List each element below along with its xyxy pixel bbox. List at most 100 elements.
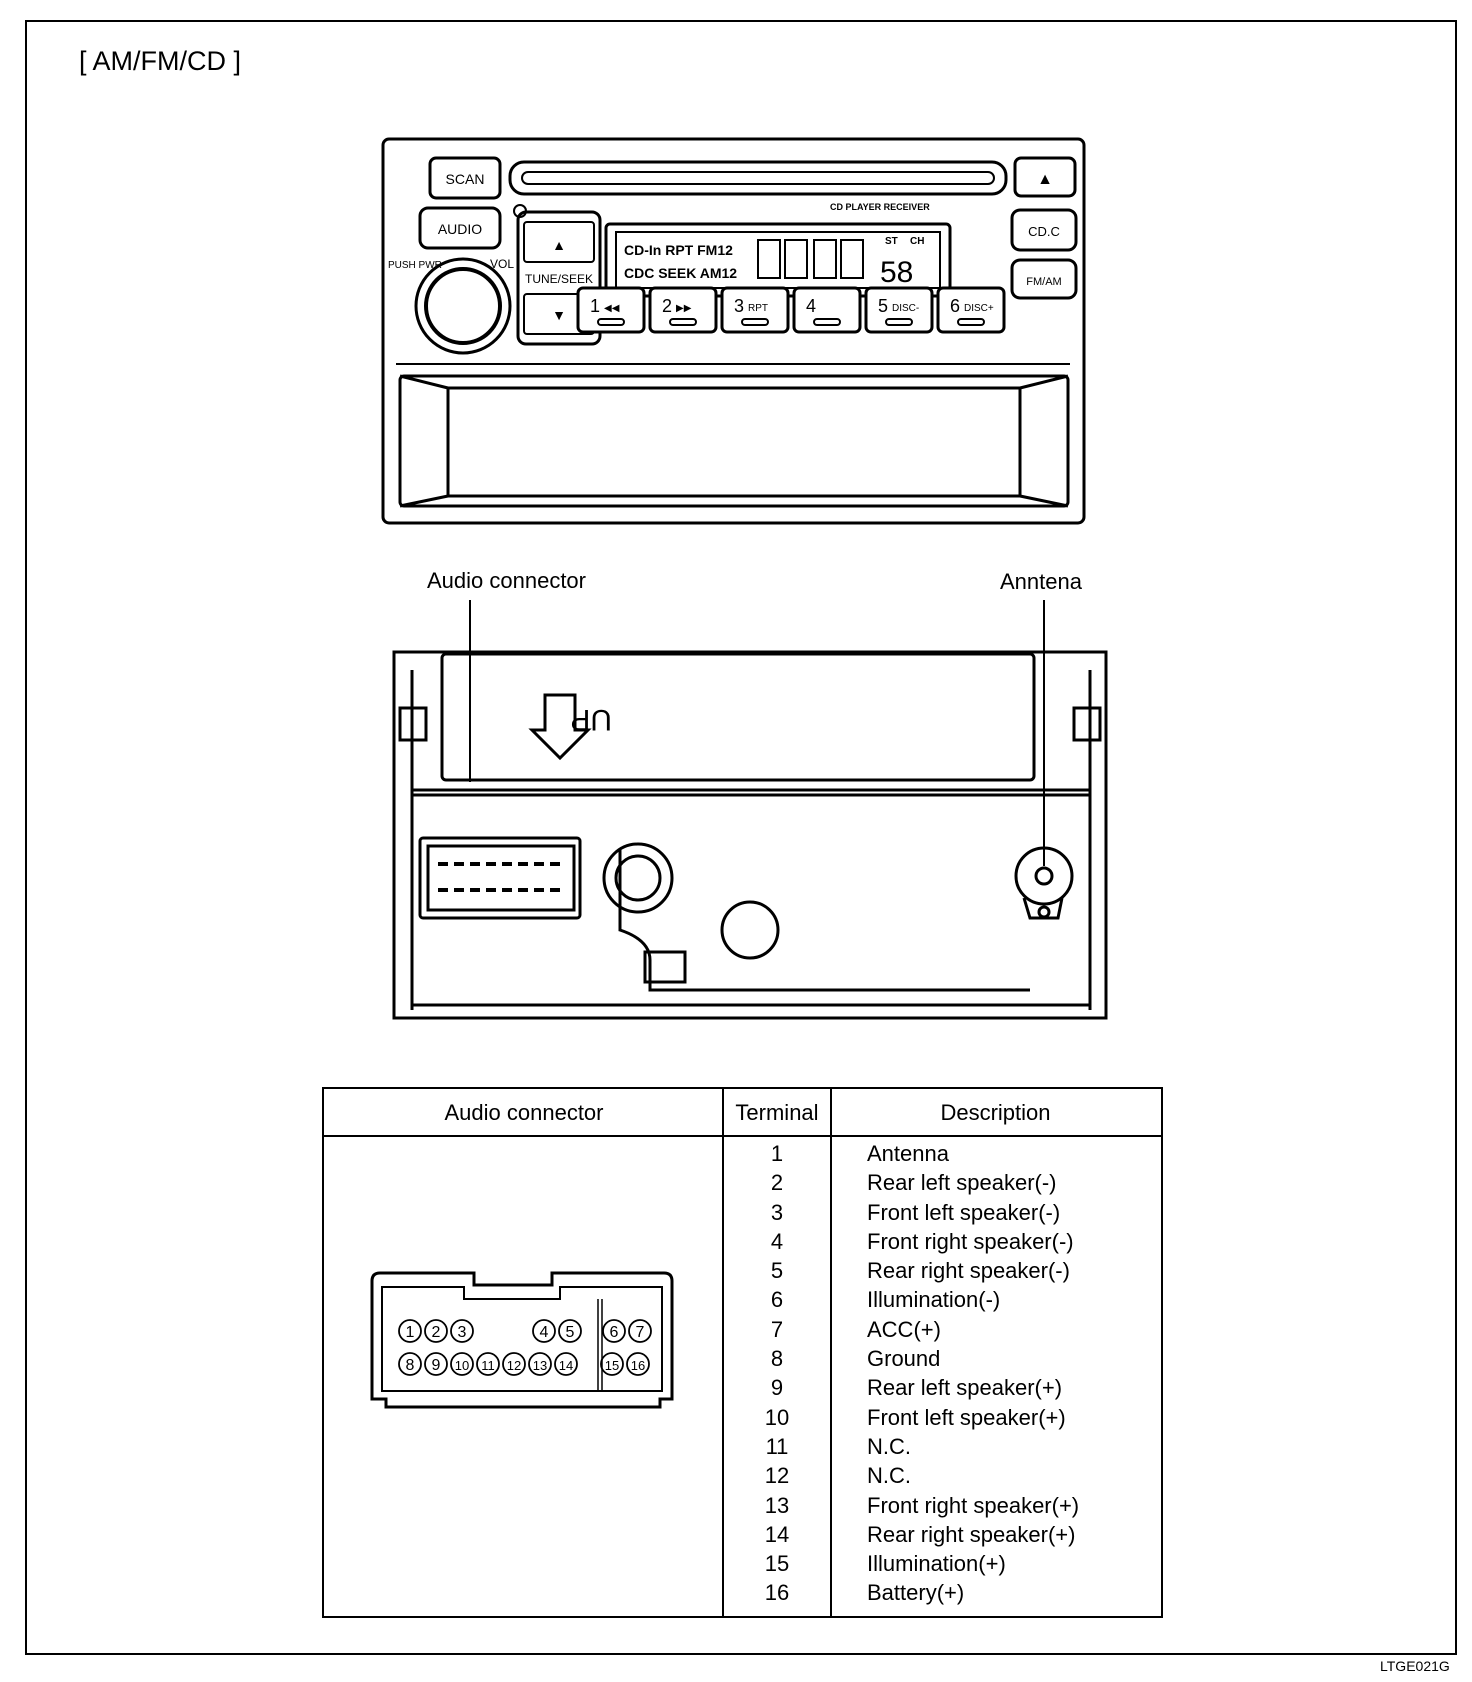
preset-sublabel: DISC+ — [964, 303, 994, 314]
terminal-cell: 11 — [765, 1433, 789, 1459]
pin-number: 16 — [631, 1358, 645, 1373]
cd-player-badge: CD PLAYER RECEIVER — [830, 202, 930, 212]
terminal-cell: 15 — [764, 1551, 790, 1577]
preset-sublabel: DISC- — [892, 303, 919, 314]
pin-number: 8 — [406, 1357, 415, 1374]
fm-am-label: FM/AM — [1026, 276, 1061, 288]
push-pwr-label: PUSH PWR — [388, 260, 442, 271]
storage-pocket — [398, 374, 1070, 508]
terminal-cell: 6 — [770, 1287, 784, 1313]
terminal-cell: 12 — [764, 1463, 790, 1489]
audio-button-label: AUDIO — [438, 221, 482, 237]
seek-down-icon: ▼ — [552, 307, 566, 323]
pin-number: 7 — [636, 1324, 645, 1341]
pin-number: 2 — [432, 1324, 441, 1341]
description-cell: N.C. — [867, 1433, 911, 1459]
volume-knob[interactable] — [414, 257, 512, 355]
preset-sublabel: RPT — [748, 303, 768, 314]
preset-button-2[interactable]: 2▶▶ — [648, 286, 718, 334]
terminal-cell: 5 — [770, 1258, 784, 1284]
preset-led — [669, 318, 697, 326]
preset-number: 4 — [806, 296, 816, 316]
pin-circle — [602, 1319, 626, 1343]
pin-number: 11 — [481, 1358, 495, 1373]
pin-circle — [450, 1352, 474, 1376]
antenna-callout: Anntena — [1000, 569, 1082, 594]
pin-circle — [476, 1352, 500, 1376]
preset-button-4[interactable]: 4 — [792, 286, 862, 334]
display-row-1: CD-In RPT FM12 — [624, 242, 733, 258]
description-cell: Illumination(+) — [867, 1551, 1006, 1577]
description-cell: Illumination(-) — [867, 1287, 1001, 1313]
description-cell: Rear left speaker(+) — [867, 1375, 1063, 1401]
display-ch: CH — [910, 236, 924, 247]
preset-led — [741, 318, 769, 326]
description-cell: ACC(+) — [867, 1316, 941, 1342]
pin-circle — [424, 1319, 448, 1343]
page-title: [ AM/FM/CD ] — [79, 46, 241, 76]
tune-seek-rocker[interactable]: ▲ ▼ TUNE/SEEK — [516, 210, 602, 346]
pin-circle — [398, 1352, 422, 1376]
vol-label: VOL — [490, 257, 514, 271]
connector-outline — [370, 1271, 674, 1409]
preset-button-3[interactable]: 3 RPT — [720, 286, 790, 334]
pin-circle — [600, 1352, 624, 1376]
description-cell: Rear right speaker(-) — [867, 1258, 1070, 1284]
eject-button[interactable]: ▲ — [1013, 156, 1077, 198]
description-cell: Rear left speaker(-) — [867, 1170, 1057, 1196]
terminal-cell: 13 — [764, 1492, 790, 1518]
cd-changer-label: CD.C — [1028, 224, 1060, 239]
description-cell: Front left speaker(+) — [867, 1404, 1066, 1430]
pin-circle — [558, 1319, 582, 1343]
terminal-cell: 9 — [770, 1375, 784, 1401]
preset-number: 3 — [734, 296, 744, 316]
preset-number: 6 — [950, 296, 960, 316]
preset-number: 5 — [878, 296, 888, 316]
cd-changer-button[interactable]: CD.C — [1010, 208, 1078, 252]
description-cell: Antenna — [867, 1141, 949, 1166]
preset-button-5[interactable]: 5 DISC- — [864, 286, 934, 334]
pin-number: 9 — [432, 1357, 441, 1374]
pin-circle — [502, 1352, 526, 1376]
tune-seek-label: TUNE/SEEK — [525, 272, 593, 286]
scan-button[interactable]: SCAN — [428, 156, 502, 200]
pin-circle — [554, 1352, 578, 1376]
terminal-cell: 7 — [770, 1316, 784, 1342]
pin-number: 14 — [559, 1358, 573, 1373]
header-divider — [324, 1135, 1161, 1137]
preset-number: 1 — [590, 296, 600, 316]
diagram-frame — [25, 20, 1457, 1655]
preset-number: 2 — [662, 296, 672, 316]
pin-number: 10 — [455, 1358, 469, 1373]
preset-button-6[interactable]: 6 DISC+ — [936, 286, 1006, 334]
pin-number: 5 — [566, 1324, 575, 1341]
fm-am-button[interactable]: FM/AM — [1010, 258, 1078, 300]
preset-led — [597, 318, 625, 326]
header-audio-connector: Audio connector — [444, 1100, 604, 1125]
terminal-cell: 16 — [764, 1580, 790, 1606]
terminal-cell: 14 — [764, 1521, 790, 1547]
figure-code: LTGE021G — [1380, 1658, 1450, 1674]
pin-circle — [628, 1319, 652, 1343]
preset-led — [885, 318, 913, 326]
seek-up-icon: ▲ — [552, 237, 566, 253]
pin-circle — [528, 1352, 552, 1376]
radio-front-panel: SCAN ▲ AUDIO PUSH PWR VOL ▲ ▼ TUNE/SEEK … — [381, 137, 1086, 525]
preset-buttons: 1◀◀2▶▶ 3 RPT 4 5 DISC- 6 DISC+ — [576, 286, 1006, 334]
header-description: Description — [940, 1100, 1051, 1125]
description-cell: Front right speaker(-) — [867, 1228, 1074, 1254]
display-st: ST — [885, 236, 898, 247]
description-cell: Ground — [867, 1346, 941, 1372]
audio-button[interactable]: AUDIO — [418, 206, 502, 250]
pin-number: 12 — [507, 1358, 521, 1373]
preset-led — [813, 318, 841, 326]
pin-circle — [626, 1352, 650, 1376]
pin-number: 6 — [610, 1324, 619, 1341]
description-cell: Front right speaker(+) — [867, 1492, 1080, 1518]
description-cell: Front left speaker(-) — [867, 1199, 1061, 1225]
preset-button-1[interactable]: 1◀◀ — [576, 286, 646, 334]
